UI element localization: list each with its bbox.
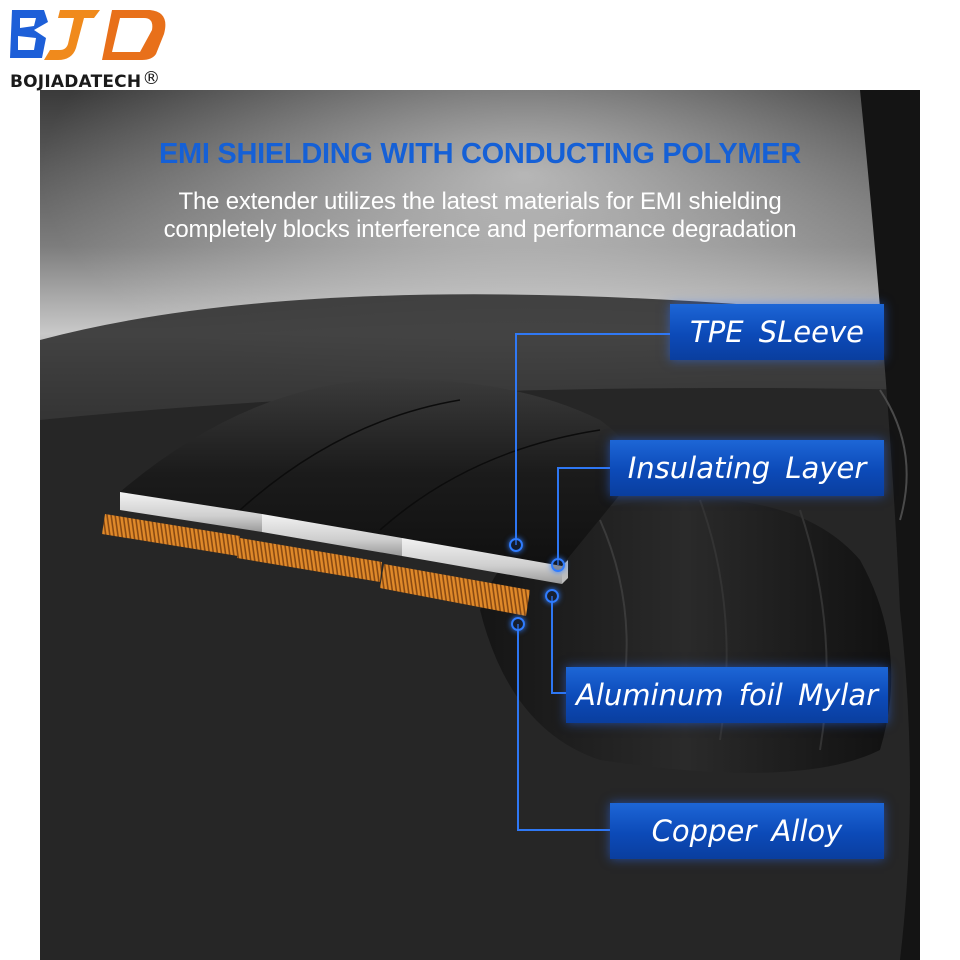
subline-2: completely blocks interference and perfo… xyxy=(163,216,797,243)
subline-1: The extender utilizes the latest materia… xyxy=(178,188,782,215)
tpe-sleeve-marker xyxy=(509,538,523,552)
aluminum-foil-marker xyxy=(545,589,559,603)
brand-logo: BOJIADATECH® xyxy=(4,4,194,92)
insulating-strip xyxy=(120,492,568,584)
label-tpe-sleeve: TPE SLeeve xyxy=(670,304,884,360)
product-photo-panel: EMI SHIELDING WITH CONDUCTING POLYMER Th… xyxy=(40,90,920,960)
label-copper-alloy: Copper Alloy xyxy=(610,803,884,859)
label-insulating-layer: Insulating Layer xyxy=(610,440,884,496)
insulating-layer-marker xyxy=(551,558,565,572)
copper-conductors xyxy=(102,514,530,616)
registered-mark: ® xyxy=(142,68,161,89)
copper-alloy-marker xyxy=(511,617,525,631)
headline: EMI SHIELDING WITH CONDUCTING POLYMER xyxy=(159,138,801,170)
label-aluminum-foil-mylar: Aluminum foil Mylar xyxy=(566,667,888,723)
bjd-logo-mark xyxy=(10,10,166,60)
brand-name: BOJIADATECH® xyxy=(10,68,161,92)
